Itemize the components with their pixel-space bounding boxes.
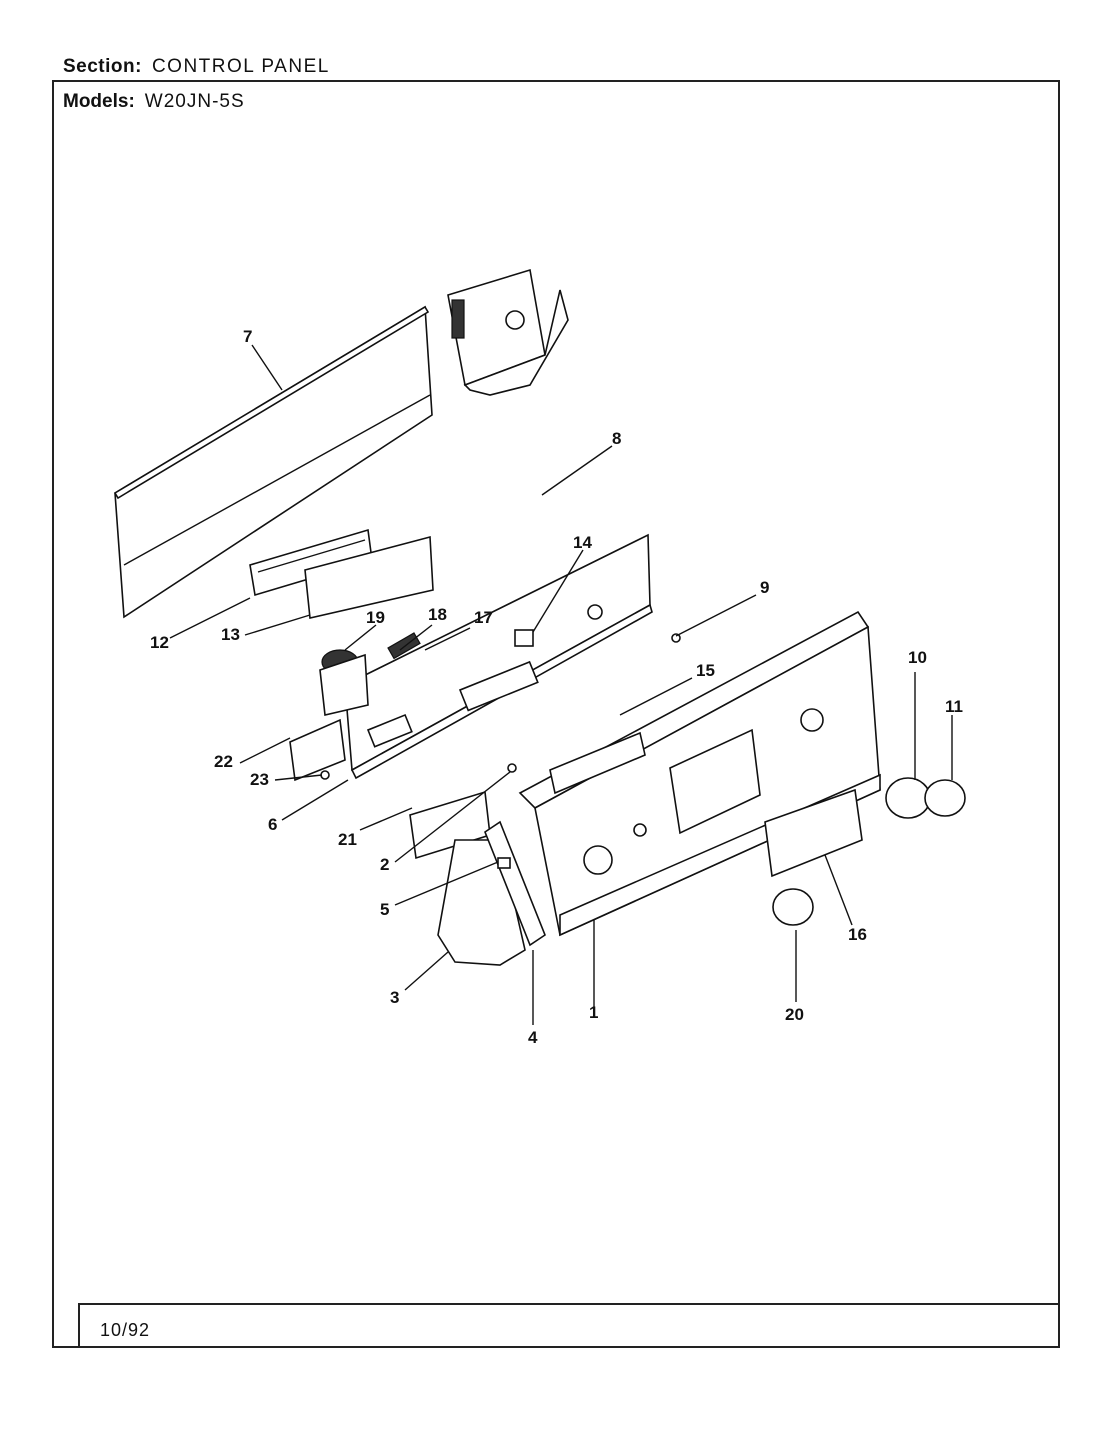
callout-4: 4 — [528, 1028, 538, 1047]
section-value: CONTROL PANEL — [151, 56, 330, 77]
callout-19: 19 — [366, 608, 385, 627]
part-15-buttons — [549, 731, 646, 795]
part-14-clip — [514, 629, 534, 647]
callout-labels: 7 8 14 9 10 11 12 13 19 18 17 15 22 23 6… — [150, 327, 963, 1047]
callout-9: 9 — [760, 578, 769, 597]
callout-16: 16 — [848, 925, 867, 944]
callout-20: 20 — [785, 1005, 804, 1024]
callout-10: 10 — [908, 648, 927, 667]
callout-23: 23 — [250, 770, 269, 789]
part-23-screw — [320, 770, 330, 780]
part-10-skirt — [885, 777, 931, 819]
callout-3: 3 — [390, 988, 399, 1007]
part-19-switch — [319, 649, 369, 716]
part-9-screw — [671, 633, 681, 643]
footer-divider-left — [78, 1303, 80, 1348]
part-5-clip — [497, 857, 511, 869]
part-16-bezel — [764, 788, 863, 878]
callout-15: 15 — [696, 661, 715, 680]
part-22-bracket — [289, 718, 346, 782]
callout-5: 5 — [380, 900, 389, 919]
part-13-bracket — [304, 535, 434, 619]
models-label: Models: — [63, 91, 135, 112]
models-heading: Models: W20JN-5S — [63, 91, 245, 113]
section-label: Section: — [63, 56, 142, 77]
footer-divider — [78, 1303, 1060, 1305]
part-8-timer — [447, 268, 569, 396]
callout-17: 17 — [474, 608, 493, 627]
part-6-mounting-plate — [344, 533, 653, 780]
section-heading: Section: CONTROL PANEL — [63, 56, 330, 78]
callout-18: 18 — [428, 605, 447, 624]
models-value: W20JN-5S — [144, 91, 245, 112]
callout-7: 7 — [243, 327, 252, 346]
part-4-trim — [484, 820, 546, 947]
part-11-knob — [924, 779, 966, 817]
footer-date: 10/92 — [100, 1320, 151, 1340]
part-18-spring — [387, 632, 421, 660]
callout-22: 22 — [214, 752, 233, 771]
callout-14: 14 — [573, 533, 592, 552]
callout-8: 8 — [612, 429, 621, 448]
callout-21: 21 — [338, 830, 357, 849]
part-2-screw — [507, 763, 517, 773]
callout-13: 13 — [221, 625, 240, 644]
callout-2: 2 — [380, 855, 389, 874]
leader-lines — [169, 344, 953, 1025]
callout-1: 1 — [589, 1003, 598, 1022]
diagram-frame — [52, 80, 1060, 1348]
part-7-rear-panel — [113, 305, 433, 619]
callout-11: 11 — [945, 697, 963, 716]
callout-12: 12 — [150, 633, 169, 652]
part-20-knob — [772, 888, 814, 926]
callout-6: 6 — [268, 815, 277, 834]
